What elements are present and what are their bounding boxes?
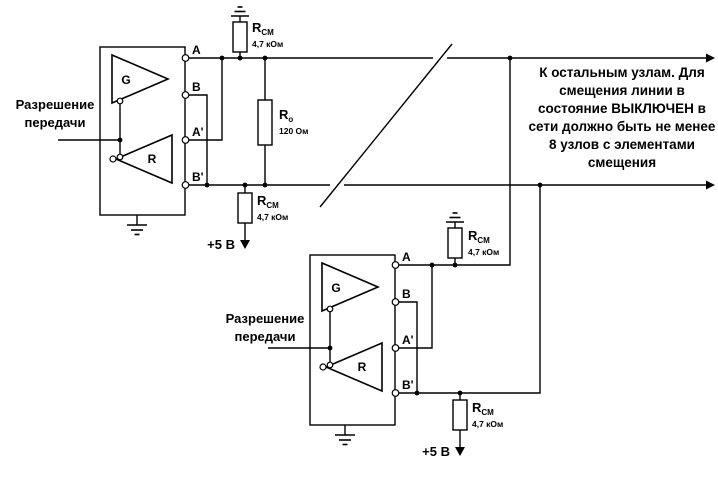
pin-circle-b [391,298,400,306]
receiver-triangle-icon [323,341,383,393]
transceiver-2: G R A B A' B' [309,250,414,446]
power-5v-label: +5 В [207,237,235,252]
pin-circle-b-prime [391,389,400,397]
pin-circle-b-prime [181,181,190,189]
resistor-name: Rо [279,107,293,124]
junction-dot [327,345,333,351]
resistor-body [232,21,248,53]
junction-dot [452,262,458,268]
bus-line-a [189,53,715,63]
receiver-label: R [358,360,367,374]
ground-icon [231,6,249,22]
junction-dot [537,182,543,188]
driver-label: G [331,281,340,295]
ground-icon [127,215,147,236]
wire-aprime-to-a [399,265,433,349]
receiver-triangle-icon [113,133,173,185]
arrow-right-icon [706,53,715,63]
junction-dot [414,390,420,396]
pin-label-a-prime: A' [192,125,204,139]
wire-aprime-to-a [189,58,223,141]
resistor-name: RСМ [252,20,274,37]
receiver-output-bubble-icon [319,363,327,371]
pin-circle-b [181,91,190,99]
note-line: 8 узлов с элементами [549,137,695,152]
inverter-bubble-icon [116,153,124,161]
resistor-terminator: Rо 120 Ом [257,55,308,188]
driver-label: G [121,73,130,87]
resistor-bias-top-1: RСМ 4,7 кОм [231,6,283,61]
enable-text-line1: Разрешение [16,97,95,112]
receiver-output-bubble-icon [109,155,117,163]
resistor-name: RСМ [468,228,490,245]
note-line: смещения линии в [559,83,685,98]
note-text: К остальным узлам. Для смещения линии в … [529,65,716,170]
pin-label-b-prime: B' [402,378,414,392]
resistor-body [447,227,463,259]
pin-circle-a-prime [391,344,400,352]
note-line: К остальным узлам. Для [539,65,705,80]
enable-text-line2: передачи [25,115,86,130]
inverter-bubble-icon [326,305,334,313]
resistor-name: RСМ [472,400,494,417]
note-line: сети должно быть не менее [529,119,716,134]
resistor-value: 4,7 кОм [252,39,283,49]
junction-dot [262,182,268,188]
enable-label-2: Разрешение передачи [226,311,305,344]
wire-b-to-bprime [399,301,418,393]
bus-line-b [189,180,715,190]
receiver-label: R [148,152,157,166]
pin-label-b: B [402,287,411,301]
pin-circle-a [181,54,190,62]
resistor-bias-top-2: RСМ 4,7 кОм [446,212,499,268]
junction-dot [204,182,210,188]
resistor-name: RСМ [257,193,279,210]
resistor-value: 4,7 кОм [472,419,503,429]
transceiver-1: G R A B A' B' [99,43,204,236]
junction-dot [117,137,123,143]
arrow-right-icon [706,180,715,190]
pin-circle-a-prime [181,136,190,144]
pin-label-a: A [192,43,201,57]
ground-icon [446,212,464,228]
line-break-slash-icon [319,43,453,208]
wire-a-to-bus-a [399,58,511,266]
resistor-value: 4,7 кОм [257,212,288,222]
arrow-down-icon [455,447,465,456]
junction-dot [262,55,268,61]
pin-label-a: A [402,250,411,264]
wire-b-to-bprime [189,94,208,185]
junction-dot [219,55,225,61]
inverter-bubble-icon [326,361,334,369]
junction-dot [237,55,243,61]
junction-dot [507,55,513,61]
resistor-body [237,192,253,224]
resistor-bias-bottom-2: RСМ 4,7 кОм +5 В [422,390,503,459]
resistor-body [452,399,468,431]
pin-label-a-prime: A' [402,333,414,347]
driver-triangle-icon [111,53,171,105]
wire-bprime-to-bus-b [399,185,541,394]
resistor-bias-bottom-1: RСМ 4,7 кОм +5 В [207,182,288,252]
resistor-value: 4,7 кОм [468,247,499,257]
junction-dot [429,262,435,268]
power-5v-label: +5 В [422,444,450,459]
pin-label-b-prime: B' [192,170,204,184]
pin-circle-a [391,261,400,269]
note-line: смещения [588,155,656,170]
driver-triangle-icon [321,261,381,313]
resistor-body [257,99,273,146]
enable-text-line2: передачи [235,329,296,344]
pin-label-b: B [192,80,201,94]
resistor-value: 120 Ом [279,126,308,136]
inverter-bubble-icon [116,97,124,105]
transceiver-1-wiring [58,55,225,188]
arrow-down-icon [240,240,250,249]
note-line: состояние ВЫКЛЮЧЕН в [538,101,706,116]
transceiver-2-wiring [268,55,543,396]
ground-icon [335,425,355,446]
enable-text-line1: Разрешение [226,311,305,326]
enable-label-1: Разрешение передачи [16,97,95,130]
